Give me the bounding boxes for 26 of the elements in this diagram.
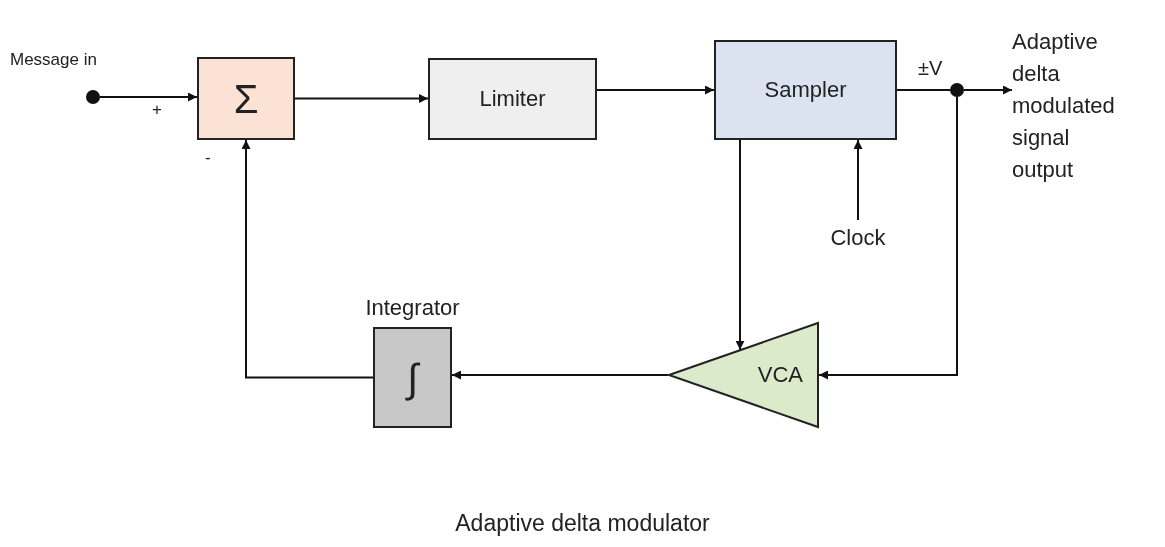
output-label: Adaptive delta modulated signal output [1012,28,1116,184]
sign-label: + [152,100,162,121]
arrow [735,139,745,351]
arrow [99,92,198,102]
voltage-label: ±V [918,56,943,80]
sampler-block [714,40,897,140]
junction-dot [86,90,100,104]
block-label: Limiter [479,88,546,110]
arrow [963,85,1013,95]
clock-label: Clock [830,224,886,253]
limiter-block [428,58,597,140]
symbol-label: Σ [233,78,259,119]
caption: Adaptive delta modulator [455,510,710,537]
input-label: Message in [10,50,97,71]
arrow [451,370,669,380]
junction-dot [950,83,964,97]
arrow [853,139,863,221]
sign-label: - [205,148,211,169]
arrow [241,139,374,379]
block-label: VCA [757,361,803,390]
arrow [818,96,958,380]
summer-block [197,57,295,140]
arrow [596,85,715,95]
arrow [294,94,429,103]
block-label: Sampler [764,79,847,101]
block-heading: Integrator [365,295,460,321]
